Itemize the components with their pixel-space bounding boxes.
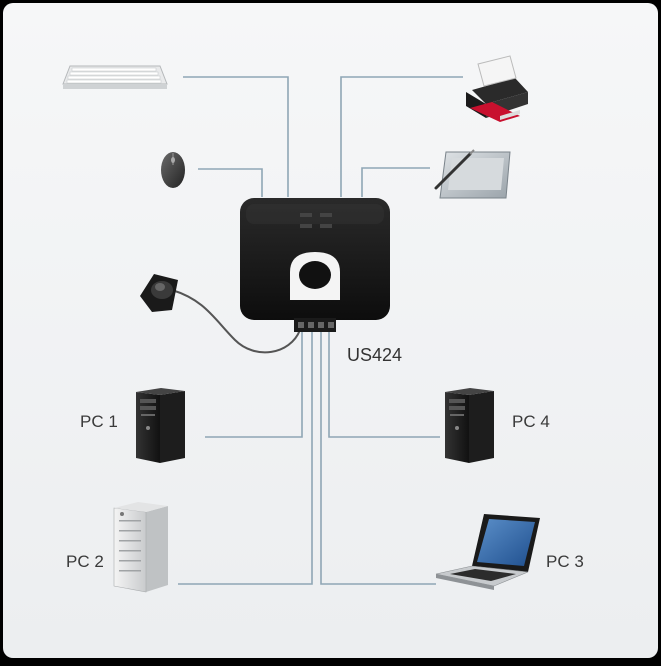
cable-remote-selector: [171, 289, 301, 354]
pc2-label: PC 2: [66, 552, 104, 571]
mouse-icon: [161, 152, 185, 188]
led-indicator: [320, 224, 332, 228]
remote-port-selector-icon: [140, 274, 178, 312]
pc1-tower-icon: [136, 388, 185, 463]
keyboard-icon: [62, 65, 168, 89]
pc4-tower-icon: [445, 388, 494, 463]
pc1-label: PC 1: [80, 412, 118, 431]
pc3-label: PC 3: [546, 552, 584, 571]
led-indicator: [300, 224, 312, 228]
cable-tablet: [361, 167, 430, 197]
cable-pc1: [205, 330, 303, 438]
pc2-tower-icon: [113, 502, 168, 593]
cable-printer: [340, 76, 463, 197]
cable-pc2: [178, 330, 313, 585]
led-indicator: [320, 213, 332, 217]
cable-pc3: [320, 330, 436, 585]
cable-keyboard: [183, 76, 289, 197]
drawing-tablet-icon: [434, 149, 511, 199]
usb-switch-device: [240, 198, 390, 332]
printer-icon: [466, 55, 528, 122]
cable-pc4: [328, 330, 440, 438]
model-label: US424: [347, 345, 403, 365]
pc3-laptop-icon: [435, 514, 540, 590]
cable-mouse: [198, 168, 263, 197]
cables: [178, 76, 463, 585]
pc4-label: PC 4: [512, 412, 550, 431]
led-indicator: [300, 213, 312, 217]
